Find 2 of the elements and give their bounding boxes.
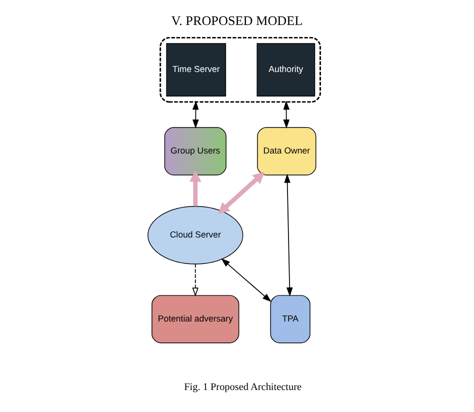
caption: Fig. 1 Proposed Architecture [184, 382, 302, 394]
diagram-title: V. PROPOSED MODEL [171, 12, 303, 28]
